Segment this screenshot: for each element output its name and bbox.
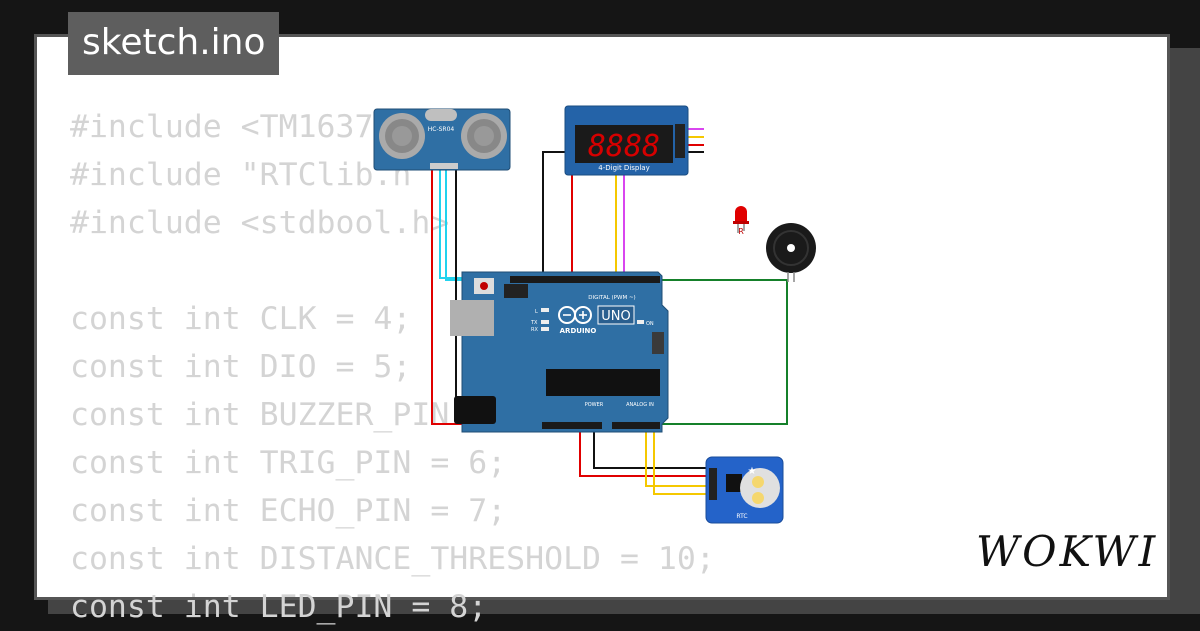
wire-green-buzzer [620, 279, 788, 425]
code-line: const int LED_PIN = 8; [70, 589, 488, 625]
display-label: 4-Digit Display [598, 164, 649, 172]
code-line: const int DIO = 5; [70, 349, 412, 385]
wire-yellow-rtc-sda [645, 424, 712, 487]
tx-label: TX [530, 320, 538, 326]
wire-red-rtc-vcc [579, 424, 712, 477]
arduino-uno[interactable]: DIGITAL (PWM ~) TX RX L UNO ARDUINO ON P… [450, 271, 669, 433]
led[interactable]: R [733, 206, 749, 236]
rtc-label: RTC [736, 513, 747, 520]
wire-black-rtc-gnd [593, 424, 712, 469]
l-label: L [535, 309, 538, 315]
code-line: #include <TM1637 [70, 109, 374, 145]
ultrasonic-label: HC-SR04 [428, 126, 455, 133]
power-header [542, 422, 602, 429]
icsp-header [652, 332, 664, 354]
wire-cyan-echo [445, 168, 600, 281]
arduino-logo [558, 306, 592, 324]
digital-header [510, 276, 660, 283]
display-digits: 8888 [588, 129, 660, 164]
wire-yellow-rtc-scl [653, 424, 712, 495]
code-line: const int ECHO_PIN = 7; [70, 493, 507, 529]
star-icon: ★ [748, 466, 757, 477]
digital-label: DIGITAL (PWM ~) [588, 295, 635, 301]
code-line: #include <stdbool.h> [70, 205, 450, 241]
model-label: UNO [601, 309, 630, 324]
ultrasonic-sensor[interactable]: HC-SR04 [373, 108, 511, 171]
four-digit-display[interactable]: 8888 4-Digit Display [564, 105, 689, 176]
code-line: const int TRIG_PIN = 6; [70, 445, 507, 481]
on-label: ON [646, 321, 654, 327]
code-line: const int CLK = 4; [70, 301, 412, 337]
power-jack [454, 396, 496, 424]
power-label: POWER [585, 402, 604, 408]
wire-cyan-trig [439, 168, 508, 279]
code-preview: #include <TM1637 #include "RTClib.h" #incl… [70, 103, 715, 631]
buzzer[interactable] [766, 223, 816, 282]
brand-label: ARDUINO [560, 327, 597, 335]
rx-label: RX [531, 327, 538, 333]
code-line: #include "RTClib.h" [70, 157, 431, 193]
rtc-module[interactable]: ★ RTC [705, 456, 784, 524]
code-line: const int DISTANCE_THRESHOLD = 10; [70, 541, 715, 577]
analog-header [612, 422, 660, 429]
sketch-title: sketch.ino [68, 12, 280, 75]
led-label: R [738, 227, 744, 236]
usb-port [450, 300, 494, 336]
atmega-chip [546, 369, 660, 396]
wokwi-logo: WOKWI [976, 527, 1159, 576]
code-line: const int BUZZER_PIN [70, 397, 450, 433]
analog-label: ANALOG IN [626, 402, 654, 408]
